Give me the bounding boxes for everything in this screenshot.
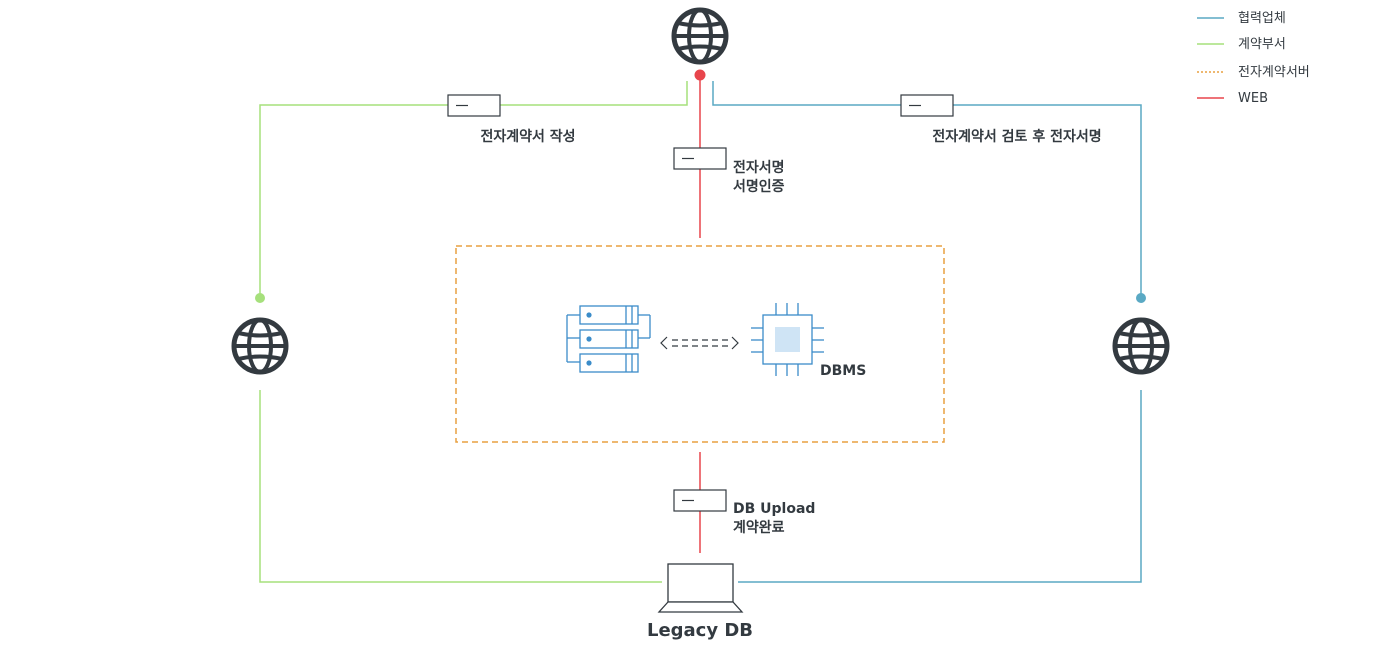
legend-label-dept: 계약부서 xyxy=(1238,37,1286,52)
right-flow-label: 전자계약서 검토 후 전자서명 xyxy=(932,128,1101,145)
legacy-db-label: Legacy DB xyxy=(647,620,753,641)
globe-icon-top xyxy=(674,10,726,62)
center-bottom-label-1: DB Upload xyxy=(733,501,815,517)
legend-label-partner: 협력업체 xyxy=(1238,11,1286,26)
bidirectional-arrow-icon xyxy=(660,336,739,350)
server-rack-icon xyxy=(566,305,651,373)
document-icon-center-top xyxy=(673,147,727,170)
legend-label-server: 전자계약서버 xyxy=(1238,65,1310,80)
dept-line-bottom xyxy=(259,390,662,583)
legend: 협력업체 계약부서 전자계약서버 WEB xyxy=(1197,11,1310,106)
globe-icon-left xyxy=(234,320,286,372)
laptop-icon xyxy=(657,563,744,613)
document-icon-center-bottom xyxy=(673,489,727,512)
dbms-label: DBMS xyxy=(820,363,866,379)
web-line-node xyxy=(694,69,706,81)
globe-icon-right xyxy=(1115,320,1167,372)
dept-line-node xyxy=(255,293,265,303)
left-flow-label: 전자계약서 작성 xyxy=(480,128,575,145)
partner-line-bottom xyxy=(738,390,1142,583)
document-icon-left xyxy=(447,94,501,117)
legend-label-web: WEB xyxy=(1238,91,1268,106)
e-contract-server-box xyxy=(455,245,945,443)
center-top-label-2: 서명인증 xyxy=(733,178,785,195)
center-bottom-label-2: 계약완료 xyxy=(733,519,785,536)
cpu-chip-icon xyxy=(751,303,824,376)
center-top-label-1: 전자서명 xyxy=(733,159,785,176)
document-icon-right xyxy=(900,94,954,117)
partner-line-node xyxy=(1136,293,1146,303)
